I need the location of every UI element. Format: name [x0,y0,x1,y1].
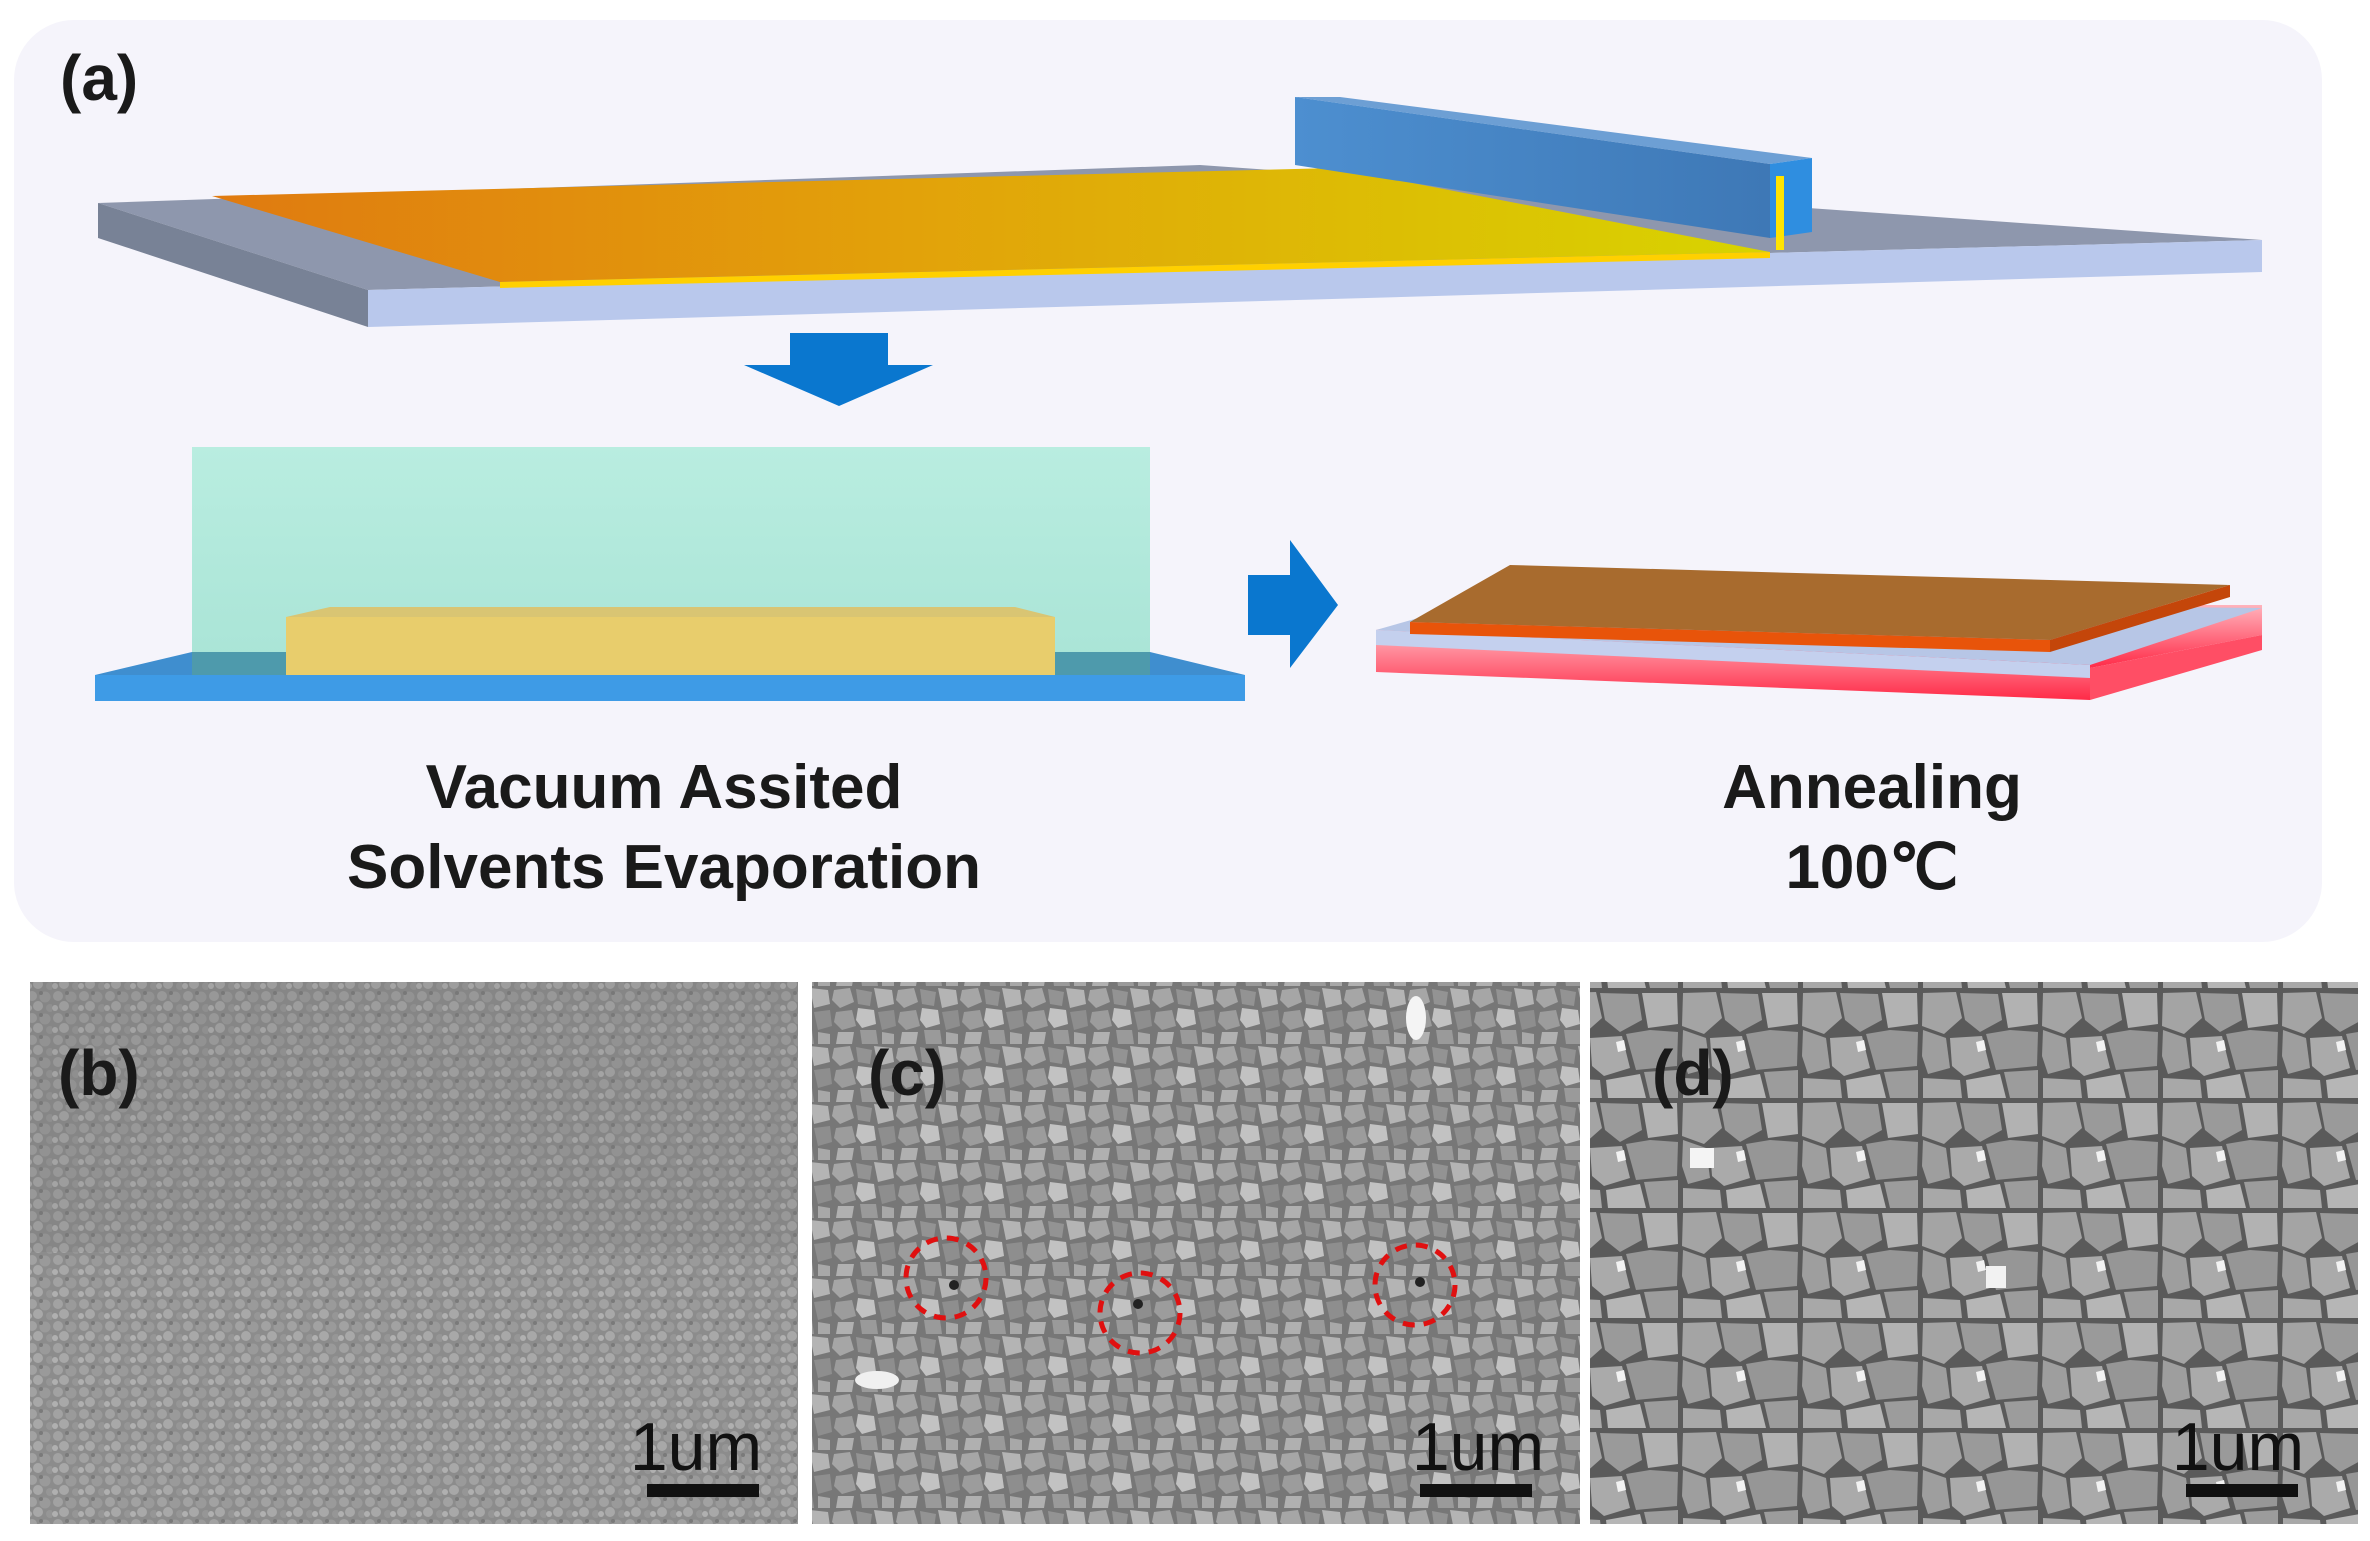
vacuum-stage: Vacuum Assited Solvents Evaporation [95,447,1245,902]
intermediate-film [286,617,1055,675]
pinhole-circle-3 [1372,1242,1458,1328]
panel-d-label: (d) [1652,1037,1734,1109]
blade-coating-stage [98,97,2262,327]
pinhole-2 [1133,1299,1143,1309]
annealing-stage: Annealing 100℃ [1376,565,2262,902]
annealing-caption-line1: Annealing [1722,753,2022,822]
down-arrow-icon [744,333,933,406]
pinhole-circle-2 [1097,1270,1183,1356]
heated-substrate-right [2090,635,2262,700]
sem-image-b-shade [30,982,798,1252]
wet-film-edge [500,252,1770,288]
vacuum-caption-line1: Vacuum Assited [426,753,903,822]
annealing-caption-line2: 100℃ [1785,833,1958,902]
pinhole-1 [949,1280,959,1290]
sem-panel-c: (c) 1um [812,982,1580,1524]
sem-d-bright-grain-2 [1986,1266,2006,1288]
sem-image-d [1590,982,2358,1524]
scale-bar-b [647,1484,759,1497]
sem-image-c [812,982,1580,1524]
scale-bar-label-d: 1um [2172,1409,2304,1485]
sem-panel-b: (b) 1um [30,982,798,1524]
sem-image-b [30,982,798,1524]
sem-d-bright-grain [1690,1148,1714,1168]
panel-b-label: (b) [58,1037,140,1109]
scale-bar-c [1420,1484,1532,1497]
vacuum-caption-line2: Solvents Evaporation [347,833,981,902]
wet-precursor-film [212,168,1770,282]
annealed-film-side-edge [2050,585,2230,652]
scale-bar-d [2186,1484,2298,1497]
panel-a-label: (a) [60,42,138,114]
annealed-film-top [1410,565,2230,640]
sem-c-bright-defect [1406,996,1426,1040]
intermediate-film-top [286,607,1055,617]
pinhole-circle-1 [903,1235,989,1321]
scale-bar-label-c: 1um [1412,1409,1544,1485]
blade-side-face [1295,97,1770,238]
annealed-film-front-edge [1410,622,2050,652]
blade-top-face [1295,97,1812,164]
vacuum-substrate-edge [95,675,1245,701]
panel-a: (a) Vacuum Assited Solvents Evaporatio [14,20,2322,942]
sem-panel-d: (d) 1um [1590,982,2358,1524]
right-arrow-icon [1248,540,1338,668]
anneal-substrate-edge [1376,630,2090,678]
blade-gap-solution [1776,176,1784,250]
sem-c-bright-defect-2 [855,1371,899,1389]
substrate-left-edge [98,203,368,327]
panel-c-label: (c) [868,1037,946,1109]
substrate-front-edge [368,240,2262,327]
scale-bar-label-b: 1um [630,1409,762,1485]
pinhole-3 [1415,1277,1425,1287]
